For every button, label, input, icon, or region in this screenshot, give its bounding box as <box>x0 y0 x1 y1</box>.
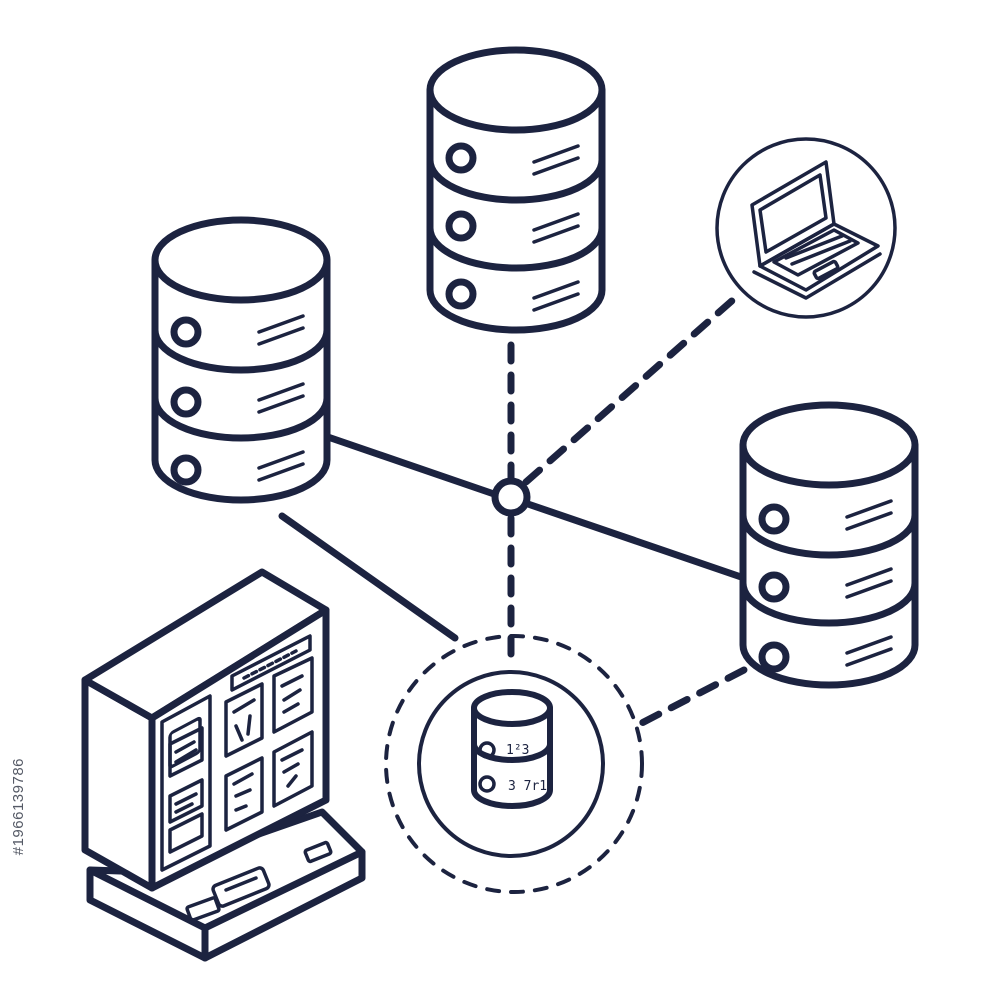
link-left-db-workstation <box>278 512 459 642</box>
panel-screen <box>160 694 212 872</box>
database-left <box>151 216 331 504</box>
database-right <box>739 401 919 689</box>
desk-small-device-icon <box>303 840 333 864</box>
disk-indicator-icon <box>445 278 477 310</box>
disk-indicator-icon <box>445 210 477 242</box>
workstation <box>81 568 366 962</box>
disk-indicator-icon <box>758 641 790 673</box>
disk-indicator-icon <box>170 316 202 348</box>
small-db-label-bottom: 3 7r1 <box>508 779 547 794</box>
panel-screen <box>224 682 264 758</box>
small-db-label-top: 1²3 <box>506 743 529 758</box>
stock-id-watermark: #1966139786 <box>4 758 44 898</box>
database-top <box>426 46 606 334</box>
disk-indicator-icon <box>170 386 202 418</box>
panel-screen <box>272 656 314 734</box>
desk-card-icon <box>185 896 221 922</box>
link-hub-right-db <box>524 500 748 582</box>
link-left-db-hub <box>321 432 498 498</box>
laptop-node <box>715 137 897 319</box>
disk-indicator-icon <box>758 503 790 535</box>
panel-screen <box>272 730 314 808</box>
stock-id-text: #1966139786 <box>10 758 27 856</box>
link-right-db-small-db <box>632 666 748 730</box>
connection-lines <box>278 288 748 730</box>
disk-indicator-icon <box>445 142 477 174</box>
cabinet-panel <box>160 634 314 872</box>
laptop-icon <box>750 160 882 300</box>
link-hub-laptop <box>522 288 746 486</box>
small-database-icon: 1²3 3 7r1 <box>471 689 553 809</box>
disk-indicator-icon <box>170 454 202 486</box>
panel-screen <box>224 756 264 832</box>
small-database-node: 1²3 3 7r1 <box>384 634 644 894</box>
hub-node <box>491 477 531 517</box>
disk-indicator-icon <box>758 571 790 603</box>
